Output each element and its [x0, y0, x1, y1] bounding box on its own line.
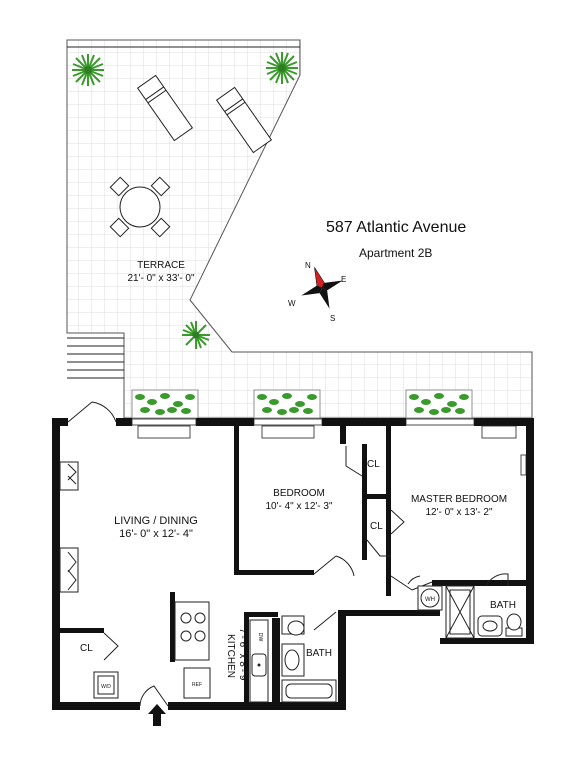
dw-label: DW: [257, 633, 263, 642]
hall-bath: BATH: [281, 611, 337, 703]
address-street: 587 Atlantic Avenue: [326, 219, 466, 236]
lounge-chair: [136, 74, 194, 142]
compass-n: N: [305, 261, 311, 270]
closet-door: [345, 446, 363, 477]
terrace-door: [67, 401, 117, 423]
svg-text:WH: WH: [425, 597, 435, 603]
terrace: TERRACE 21'- 0" x 33'- 0": [66, 39, 533, 419]
planter-box: [405, 389, 473, 419]
address-unit: Apartment 2B: [359, 246, 432, 260]
table-with-chairs: [109, 176, 171, 238]
compass-icon: N E W S: [288, 261, 346, 323]
ref-label: REF: [192, 682, 202, 688]
kitchen-dims: 7'- 6" x 8'- 9": [237, 628, 248, 684]
kitchen-name: KITCHEN: [225, 634, 236, 678]
entry-arrow-icon: [148, 704, 166, 726]
bath-name: BATH: [490, 600, 516, 611]
apartment-walls: [52, 418, 534, 710]
plant-icon: [182, 321, 210, 349]
master-bath: BATH: [445, 573, 523, 639]
bedroom-door: [313, 555, 355, 577]
closet-label: CL: [367, 459, 380, 470]
window: [131, 418, 197, 439]
closet-door: [366, 509, 405, 557]
bedroom-name: BEDROOM: [273, 488, 325, 499]
wall-segment: [520, 454, 527, 476]
terrace-dims: 21'- 0" x 33'- 0": [127, 273, 195, 284]
compass-w: W: [288, 299, 296, 308]
master-name: MASTER BEDROOM: [411, 494, 507, 505]
bath-name: BATH: [306, 648, 332, 659]
window: [253, 418, 323, 439]
living-name: LIVING / DINING: [114, 515, 198, 527]
planter-box: [131, 389, 199, 419]
bedroom-dims: 10'- 4" x 12'- 3": [265, 501, 333, 512]
front-door: [139, 685, 169, 707]
built-in-shelving: [59, 461, 79, 593]
lounge-chair: [215, 86, 273, 154]
wh-door: [407, 575, 421, 585]
master-dims: 12'- 0" x 13'- 2": [425, 507, 493, 518]
closet-label: CL: [80, 643, 93, 654]
planter-box: [253, 389, 321, 419]
terrace-name: TERRACE: [137, 260, 185, 271]
svg-text:W/D: W/D: [101, 684, 111, 690]
window: [405, 418, 517, 439]
plant-icon: [266, 52, 298, 84]
water-heater: WH: [417, 585, 443, 611]
living-dims: 16'- 0" x 12'- 4": [119, 528, 193, 540]
plant-icon: [72, 54, 104, 86]
closet-label: CL: [370, 521, 383, 532]
compass-s: S: [330, 314, 335, 323]
terrace-steps: [67, 337, 124, 379]
kitchen: REF DW KITCHEN 7'- 6" x 8'- 9": [174, 601, 269, 703]
compass-e: E: [341, 275, 346, 284]
closet-door: [103, 632, 119, 661]
washer-dryer: W/D: [93, 671, 119, 699]
